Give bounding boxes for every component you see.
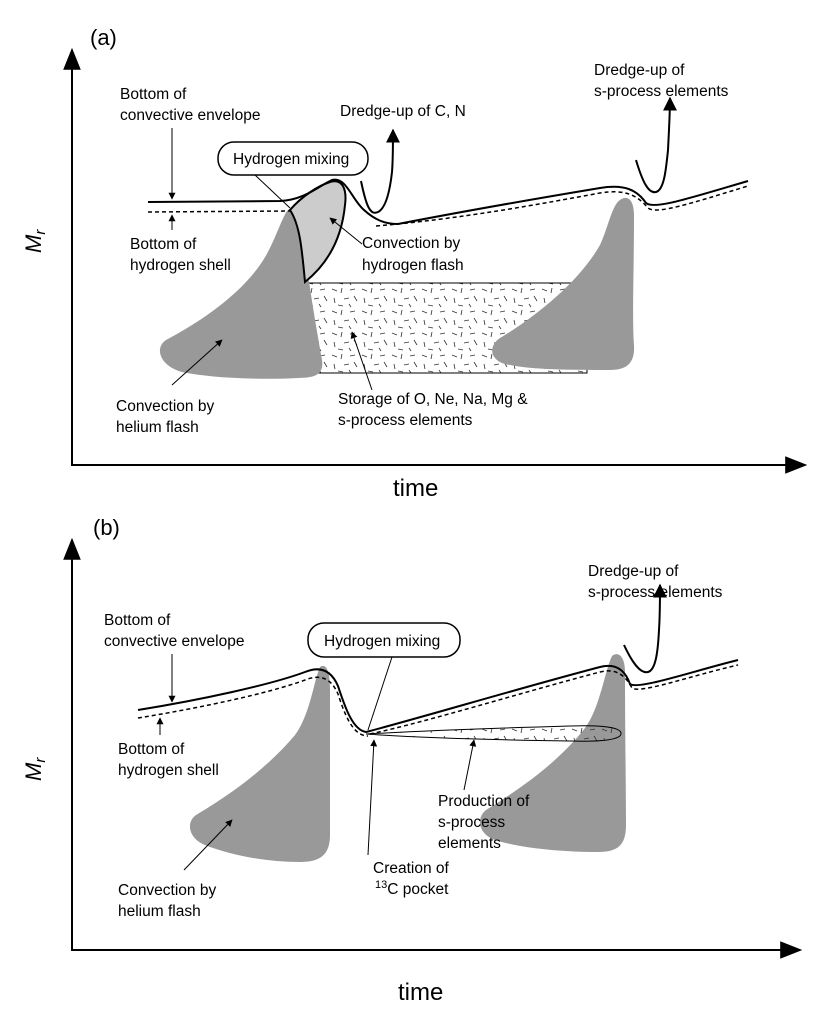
dredge-s-label-a-2: s-process elements bbox=[594, 83, 729, 100]
convective-envelope-bottom-line-b bbox=[137, 659, 739, 734]
hydrogen-mixing-label-a: Hydrogen mixing bbox=[233, 151, 349, 168]
bottom-envelope-label-b-2: convective envelope bbox=[104, 633, 244, 650]
hydrogen-mixing-label-b: Hydrogen mixing bbox=[324, 633, 440, 650]
helium-flash-region-1 bbox=[159, 207, 323, 379]
storage-label-1: Storage of O, Ne, Na, Mg & bbox=[338, 391, 528, 408]
conv-hflash-pointer bbox=[329, 217, 363, 245]
hydrogen-shell-bottom-line-b bbox=[137, 664, 739, 737]
bottom-hshell-label-a-1: Bottom of bbox=[130, 236, 197, 253]
panel-b-y-axis-label: Mr bbox=[21, 757, 49, 781]
bottom-hshell-label-b-2: hydrogen shell bbox=[118, 762, 219, 779]
conv-hflash-label-1: Convection by bbox=[362, 235, 460, 252]
panel-b-label: (b) bbox=[93, 515, 120, 540]
production-label-1: Production of bbox=[438, 793, 530, 810]
bottom-envelope-label-a-1: Bottom of bbox=[120, 86, 187, 103]
production-label-3: elements bbox=[438, 835, 501, 852]
creation-label-1: Creation of bbox=[373, 860, 450, 877]
bottom-hshell-label-b-1: Bottom of bbox=[118, 741, 185, 758]
conv-heflash-label-b-2: helium flash bbox=[118, 903, 201, 920]
dredge-up-s-arrow-b bbox=[623, 583, 667, 674]
creation-pointer bbox=[367, 739, 378, 856]
panel-a-label: (a) bbox=[90, 25, 117, 50]
conv-heflash-pointer-b bbox=[183, 819, 233, 871]
panel-a-x-axis-label: time bbox=[393, 475, 438, 502]
dredge-s-label-b-2: s-process elements bbox=[588, 584, 723, 601]
conv-hflash-label-2: hydrogen flash bbox=[362, 257, 464, 274]
panel-b: (b) Mr time Hydrogen mixing Bottom of co… bbox=[21, 515, 803, 1006]
hydrogen-mixing-pointer-b bbox=[367, 656, 393, 731]
storage-label-2: s-process elements bbox=[338, 412, 473, 429]
dredge-s-label-a-1: Dredge-up of bbox=[594, 62, 685, 79]
convective-envelope-bottom-line bbox=[147, 178, 749, 226]
s-process-production-region bbox=[365, 725, 622, 742]
helium-flash-region-3 bbox=[189, 665, 330, 862]
bottom-hshell-label-a-2: hydrogen shell bbox=[130, 257, 231, 274]
creation-label-2: 13C pocket bbox=[375, 879, 449, 898]
dredge-s-label-b-1: Dredge-up of bbox=[588, 563, 679, 580]
panel-b-x-axis-label: time bbox=[398, 979, 443, 1006]
storage-pointer bbox=[350, 331, 373, 391]
helium-flash-region-4 bbox=[479, 654, 626, 852]
helium-flash-region-2 bbox=[492, 197, 635, 370]
dredge-up-cn-arrow bbox=[360, 128, 400, 214]
conv-heflash-pointer-a bbox=[171, 339, 223, 386]
conv-heflash-label-a-2: helium flash bbox=[116, 419, 199, 436]
bottom-envelope-label-a-2: convective envelope bbox=[120, 107, 260, 124]
dredge-cn-label: Dredge-up of C, N bbox=[340, 103, 466, 120]
hydrogen-mixing-bubble-a bbox=[217, 141, 369, 176]
production-pointer bbox=[463, 739, 477, 791]
hydrogen-shell-bottom-line bbox=[147, 185, 749, 227]
hydrogen-mixing-bubble-b bbox=[307, 622, 461, 658]
conv-heflash-label-a-1: Convection by bbox=[116, 398, 214, 415]
hydrogen-mixing-pointer-a bbox=[254, 174, 291, 209]
production-label-2: s-process bbox=[438, 814, 505, 831]
dredge-up-s-arrow-a bbox=[635, 96, 677, 194]
panel-a: (a) Mr time Hydrogen mixing Bottom of co… bbox=[21, 25, 808, 502]
panel-a-y-axis-label: Mr bbox=[21, 229, 49, 253]
bottom-envelope-label-b-1: Bottom of bbox=[104, 612, 171, 629]
conv-heflash-label-b-1: Convection by bbox=[118, 882, 216, 899]
